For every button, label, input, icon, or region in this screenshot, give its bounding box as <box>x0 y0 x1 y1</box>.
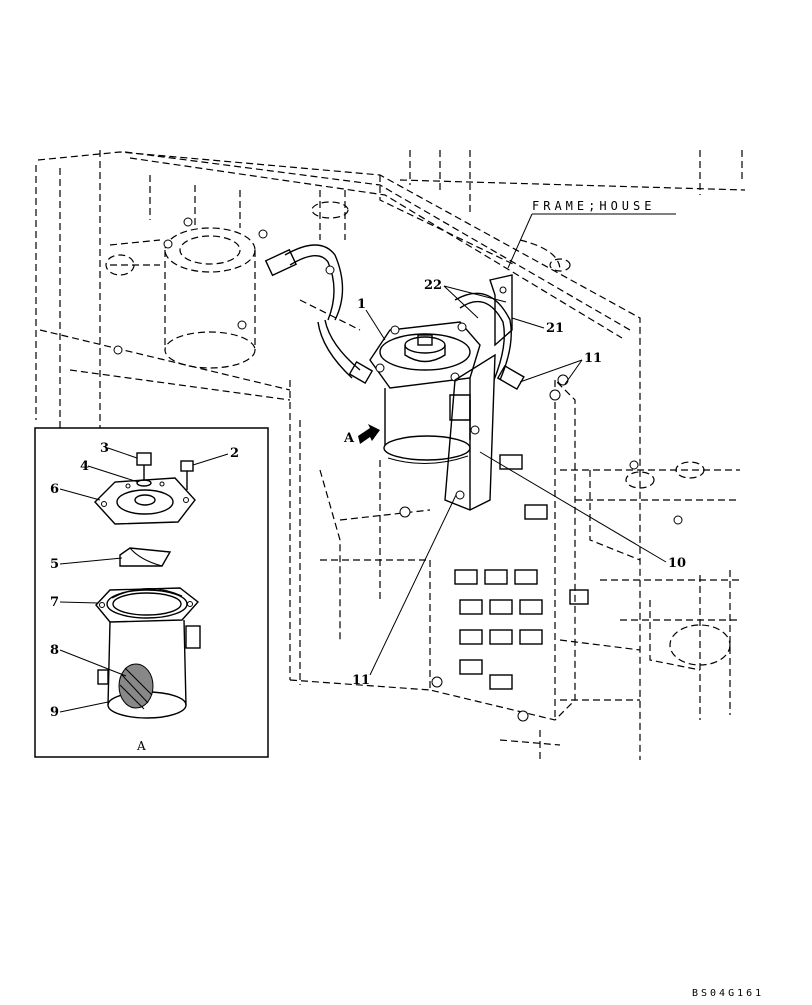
view-a-arrow: A <box>343 424 380 446</box>
callout-11-lower: 11 <box>352 673 370 688</box>
detail-callout-5: 5 <box>50 557 59 572</box>
filter-assembly <box>369 321 481 464</box>
frame-house-structure <box>35 150 746 760</box>
callout-21: 21 <box>546 321 564 336</box>
background-bolts <box>113 217 683 525</box>
detail-callout-6: 6 <box>50 482 59 497</box>
hoses <box>264 244 525 391</box>
detail-callout-4: 4 <box>80 459 89 474</box>
callout-10: 10 <box>668 556 686 571</box>
detail-callout-3: 3 <box>100 441 109 456</box>
main-callouts: 1 22 21 11 10 11 <box>352 278 686 688</box>
view-marker-label: A <box>343 431 355 446</box>
detail-a-view: 3 4 2 6 5 7 8 9 A <box>34 427 269 758</box>
detail-callout-7: 7 <box>50 595 59 610</box>
control-valve <box>429 374 589 722</box>
frame-house-label: FRAME;HOUSE <box>532 199 655 213</box>
bracket <box>444 274 513 511</box>
callout-1: 1 <box>357 297 366 312</box>
callout-11-upper: 11 <box>584 351 602 366</box>
detail-callout-8: 8 <box>50 643 59 658</box>
detail-callout-9: 9 <box>50 705 59 720</box>
callout-22: 22 <box>424 278 442 293</box>
drawing-code: BS04G161 <box>692 988 764 999</box>
frame-house-callout: FRAME;HOUSE <box>507 199 676 269</box>
detail-callout-2: 2 <box>230 446 239 461</box>
detail-caption: A <box>136 739 146 753</box>
